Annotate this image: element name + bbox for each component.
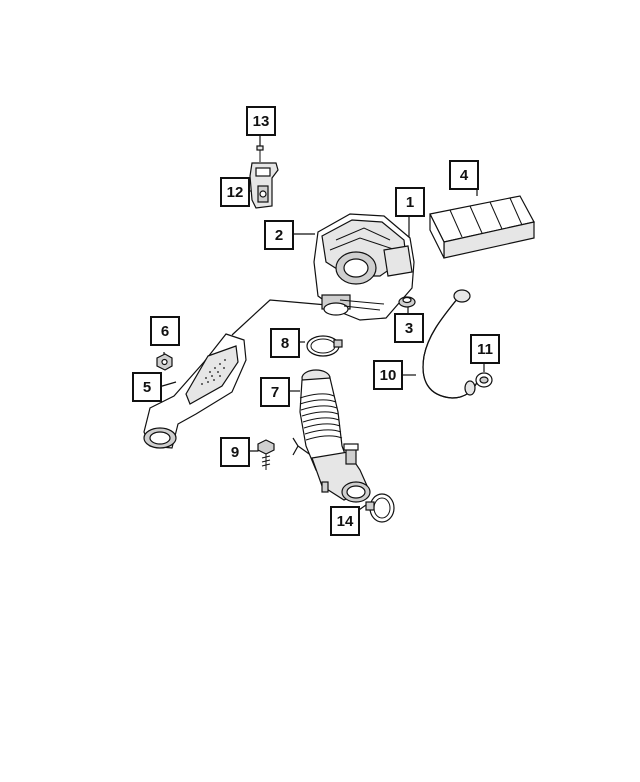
callout-10[interactable]: 10 (373, 360, 403, 390)
callout-7[interactable]: 7 (260, 377, 290, 407)
callout-9[interactable]: 9 (220, 437, 250, 467)
callout-11[interactable]: 11 (470, 334, 500, 364)
part-13-screw (256, 145, 264, 162)
part-12-sensor (249, 162, 279, 209)
callout-12[interactable]: 12 (220, 177, 250, 207)
callout-13[interactable]: 13 (246, 106, 276, 136)
part-3-grommet (398, 296, 416, 308)
callout-5[interactable]: 5 (132, 372, 162, 402)
part-11-clamp (475, 372, 493, 388)
part-7-intake-tube (299, 369, 371, 503)
part-4-air-filter (429, 195, 535, 259)
part-9-bolt (257, 439, 275, 470)
part-6-nut (156, 353, 173, 371)
callout-1[interactable]: 1 (395, 187, 425, 217)
part-14-clamp (365, 493, 395, 523)
part-10-breather-hose (422, 289, 479, 399)
callout-3[interactable]: 3 (394, 313, 424, 343)
callout-4[interactable]: 4 (449, 160, 479, 190)
callout-14[interactable]: 14 (330, 506, 360, 536)
part-8-clamp (306, 335, 343, 357)
callout-2[interactable]: 2 (264, 220, 294, 250)
callout-8[interactable]: 8 (270, 328, 300, 358)
duct-texture (201, 359, 226, 385)
callout-6[interactable]: 6 (150, 316, 180, 346)
part-5-inlet-duct (143, 333, 247, 449)
